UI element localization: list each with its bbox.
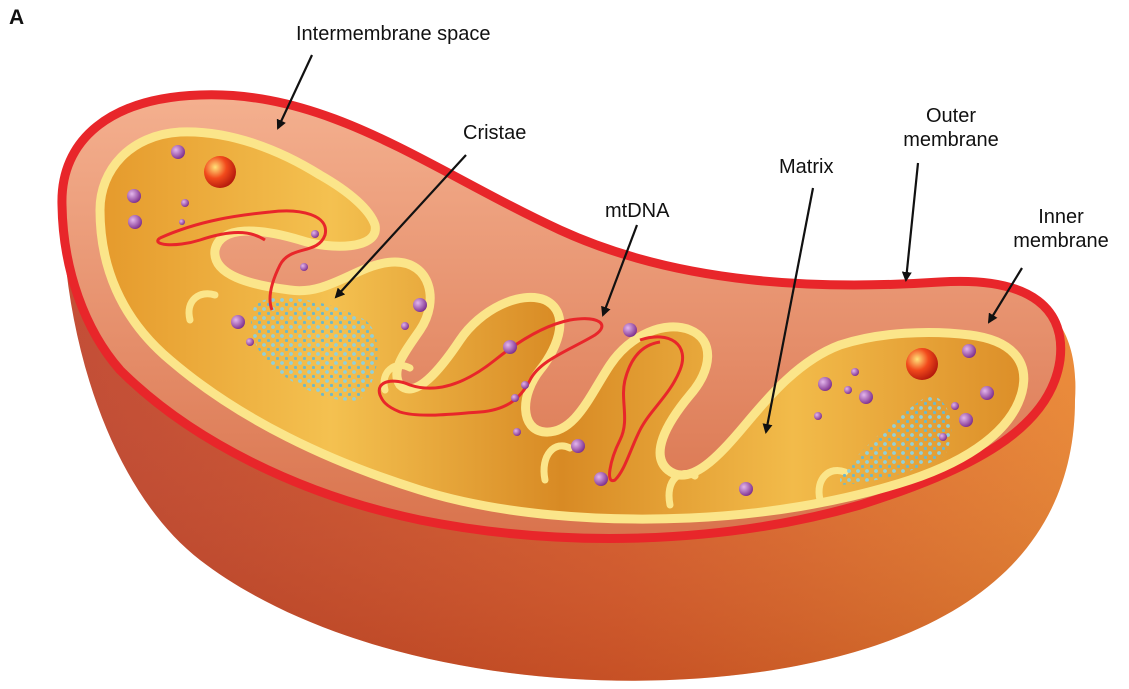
panel-letter: A — [9, 6, 24, 30]
label-outer-membrane-line1: Outer — [891, 104, 1011, 128]
label-inner-membrane-line2: membrane — [1000, 229, 1122, 253]
label-mtdna: mtDNA — [605, 199, 669, 223]
label-inner-membrane-line1: Inner — [1000, 205, 1122, 229]
label-cristae: Cristae — [463, 121, 526, 145]
label-outer-membrane-line2: membrane — [891, 128, 1011, 152]
label-inner-membrane: Inner membrane — [1000, 205, 1122, 253]
label-matrix: Matrix — [779, 155, 833, 179]
label-outer-membrane: Outer membrane — [891, 104, 1011, 152]
label-intermembrane-space: Intermembrane space — [296, 22, 491, 46]
granule-large — [906, 348, 938, 380]
arrow-outer-membrane — [906, 163, 918, 280]
granule-large — [204, 156, 236, 188]
